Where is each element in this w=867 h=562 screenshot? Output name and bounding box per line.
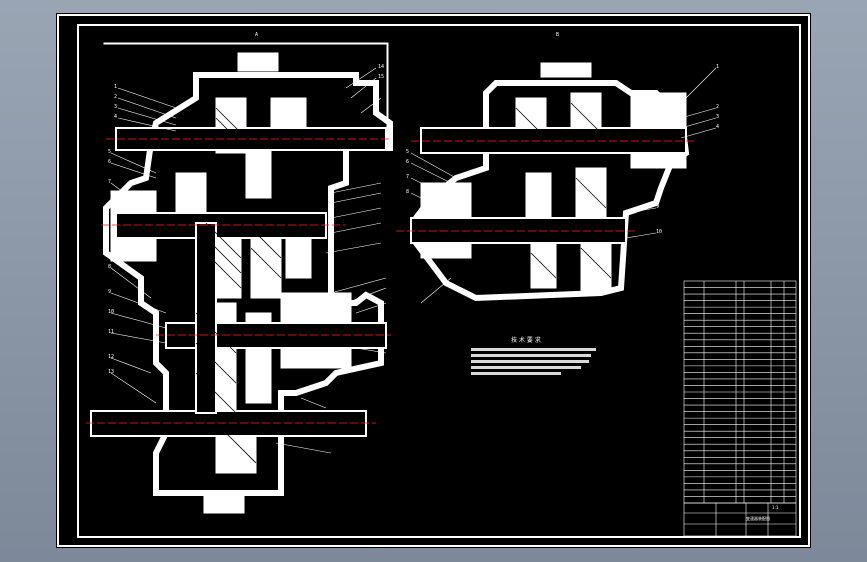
tech-requirements-title: 技 术 要 求: [511, 337, 541, 344]
part-number-label: 6: [108, 159, 112, 165]
gear-hatching-left: [195, 107, 282, 464]
right-section-view: [410, 62, 690, 302]
leader-lines-left: [110, 67, 387, 454]
part-number-label: 4: [716, 124, 720, 130]
part-number-label: 10: [108, 309, 115, 315]
title-block: [683, 502, 797, 537]
assembly-drawing: [57, 14, 810, 547]
part-number-label: 8: [108, 264, 112, 270]
part-number-label: 12: [108, 354, 115, 360]
part-number-label: 4: [114, 114, 118, 120]
part-number-label: 2: [716, 104, 720, 110]
part-number-label: 14: [378, 64, 385, 70]
part-number-label: 1: [716, 64, 720, 70]
part-number-label: 6: [406, 159, 410, 165]
part-number-label: 9: [656, 204, 660, 210]
view-a-label: A: [255, 32, 259, 38]
part-number-label: 7: [406, 174, 410, 180]
part-number-label: 7: [108, 179, 112, 185]
part-number-label: 15: [378, 74, 385, 80]
part-number-label: 3: [114, 104, 118, 110]
part-number-label: 2: [114, 94, 118, 100]
part-number-label: 8: [406, 189, 410, 195]
part-number-label: 5: [108, 149, 112, 155]
part-number-label: 13: [108, 369, 115, 375]
tech-requirements-block: [471, 348, 596, 375]
title-block-drawing-name: 变速器装配图: [746, 516, 770, 521]
part-number-label: 10: [656, 229, 663, 235]
inner-border: [77, 24, 801, 538]
part-number-label: 11: [108, 329, 115, 335]
title-block-scale: 1:1: [772, 505, 779, 510]
leader-lines-right: [410, 67, 717, 304]
left-section-view: [90, 42, 393, 514]
gear-hatching-right: [515, 102, 612, 279]
view-a-frame-top: [103, 42, 389, 45]
part-number-label: 5: [406, 149, 410, 155]
parts-list-table: [683, 280, 797, 504]
centerlines-right: [396, 140, 696, 232]
view-b-label: B: [556, 32, 560, 38]
outer-border: [57, 14, 810, 547]
part-number-label: 1: [114, 84, 118, 90]
part-number-label: 3: [716, 114, 720, 120]
centerlines-left: [86, 138, 391, 424]
part-number-label: 9: [108, 289, 112, 295]
